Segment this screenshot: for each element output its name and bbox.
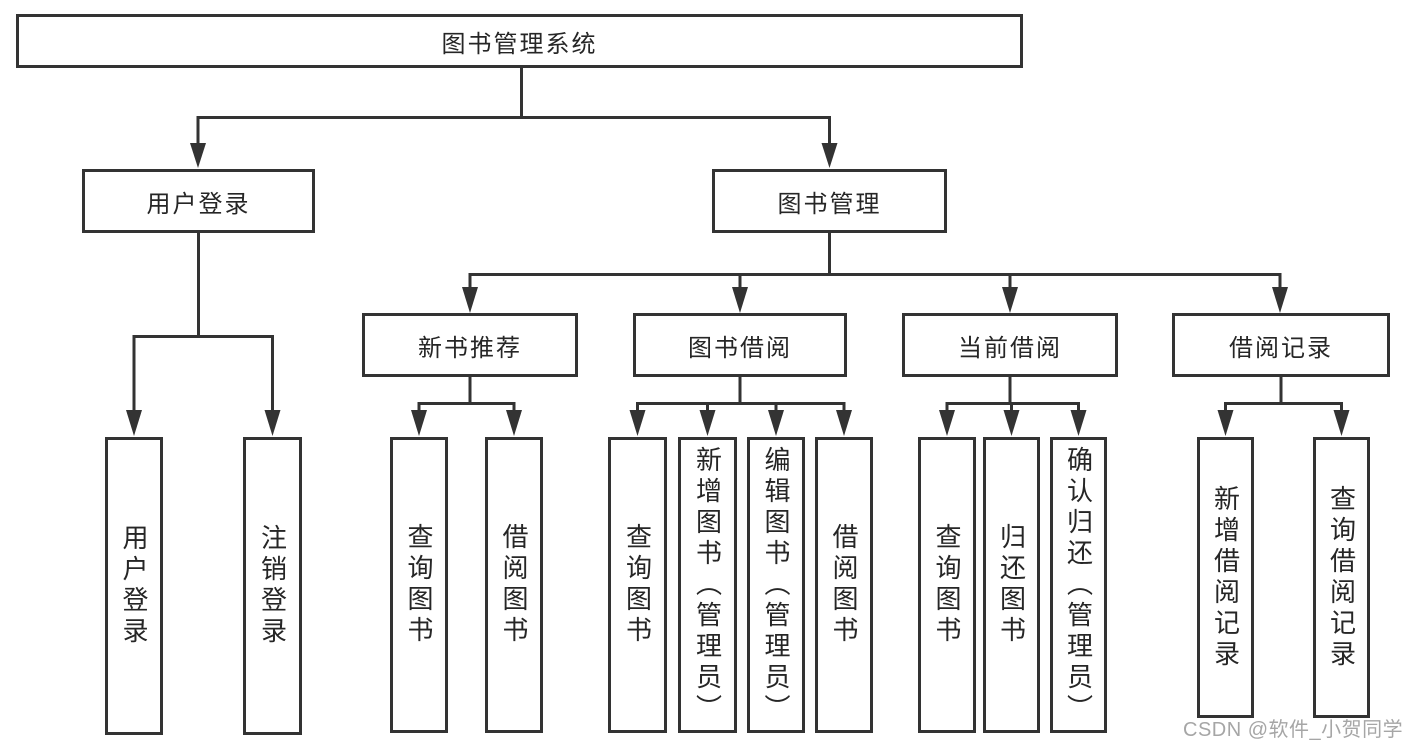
node-new-book-recommendation: 新书推荐	[362, 313, 578, 377]
arrow-down-icon	[732, 287, 748, 313]
csdn-watermark: CSDN @软件_小贺同学	[1183, 719, 1404, 741]
leaf-user-login-label: 用户登录	[119, 524, 149, 648]
arrow-down-icon	[506, 410, 522, 436]
node-book-borrowing: 图书借阅	[633, 313, 847, 377]
arrow-down-icon	[1002, 287, 1018, 313]
arrow-down-icon	[264, 410, 281, 436]
node-book-borrowing-label: 图书借阅	[688, 334, 792, 362]
node-book-management-label: 图书管理	[777, 190, 882, 218]
arrow-down-icon	[629, 410, 646, 436]
node-user-login: 用户登录	[82, 169, 315, 233]
arrow-down-icon	[126, 410, 142, 436]
node-user-login-label: 用户登录	[146, 190, 251, 218]
connector-records-split	[1224, 377, 1343, 412]
arrow-down-icon	[821, 143, 838, 168]
arrow-down-icon	[836, 410, 852, 436]
leaf-query-books-borrowing-label: 查询图书	[622, 523, 653, 647]
node-borrowing-records: 借阅记录	[1172, 313, 1390, 377]
root-node: 图书管理系统	[16, 14, 1023, 68]
arrow-down-icon	[699, 410, 716, 436]
leaf-logout-login: 注销登录	[243, 437, 302, 735]
leaf-add-borrow-record-label: 新增借阅记录	[1210, 484, 1241, 671]
leaf-query-books-current-label: 查询图书	[932, 523, 962, 647]
arrow-down-icon	[1070, 410, 1087, 436]
leaf-query-books-current: 查询图书	[918, 437, 976, 733]
node-borrowing-records-label: 借阅记录	[1229, 334, 1333, 362]
leaf-borrow-books-recommend-label: 借阅图书	[499, 523, 529, 647]
connector-user-login-split	[132, 233, 274, 412]
arrow-down-icon	[1333, 410, 1350, 436]
leaf-borrow-books-recommend: 借阅图书	[485, 437, 543, 733]
arrow-down-icon	[462, 287, 478, 313]
arrow-down-icon	[1003, 410, 1020, 436]
leaf-borrow-books-borrowing-label: 借阅图书	[829, 523, 859, 647]
node-current-borrowing-label: 当前借阅	[958, 334, 1062, 362]
leaf-user-login: 用户登录	[105, 437, 163, 735]
leaf-query-borrow-record: 查询借阅记录	[1313, 437, 1370, 718]
leaf-edit-books-admin: 编辑图书（管理员）	[747, 437, 805, 733]
connector-root-split	[196, 66, 831, 145]
arrow-down-icon	[190, 143, 206, 168]
connector-borrowing-split	[636, 377, 846, 412]
arrow-down-icon	[1217, 410, 1234, 436]
root-node-label: 图书管理系统	[441, 30, 598, 58]
node-new-book-recommendation-label: 新书推荐	[418, 334, 522, 362]
leaf-confirm-return-admin-label: 确认归还（管理员）	[1063, 445, 1094, 725]
leaf-confirm-return-admin: 确认归还（管理员）	[1050, 437, 1107, 733]
leaf-logout-login-label: 注销登录	[257, 524, 288, 648]
leaf-return-books-label: 归还图书	[996, 523, 1027, 647]
arrow-down-icon	[1272, 287, 1288, 313]
connector-recommend-split	[417, 377, 516, 412]
leaf-borrow-books-borrowing: 借阅图书	[815, 437, 873, 733]
arrow-down-icon	[411, 410, 427, 436]
leaf-edit-books-admin-label: 编辑图书（管理员）	[761, 445, 791, 725]
leaf-query-books-recommend-label: 查询图书	[404, 523, 434, 647]
connector-book-management-split	[468, 233, 1282, 288]
arrow-down-icon	[939, 410, 955, 436]
arrow-down-icon	[768, 410, 784, 436]
leaf-add-books-admin-label: 新增图书（管理员）	[692, 445, 723, 725]
leaf-query-books-recommend: 查询图书	[390, 437, 448, 733]
node-current-borrowing: 当前借阅	[902, 313, 1118, 377]
leaf-query-borrow-record-label: 查询借阅记录	[1326, 484, 1357, 671]
leaf-return-books: 归还图书	[983, 437, 1040, 733]
arrowheads	[126, 143, 1350, 436]
leaf-add-books-admin: 新增图书（管理员）	[678, 437, 737, 733]
leaf-query-books-borrowing: 查询图书	[608, 437, 667, 733]
leaf-add-borrow-record: 新增借阅记录	[1197, 437, 1254, 718]
connector-current-split	[945, 377, 1080, 412]
node-book-management: 图书管理	[712, 169, 947, 233]
